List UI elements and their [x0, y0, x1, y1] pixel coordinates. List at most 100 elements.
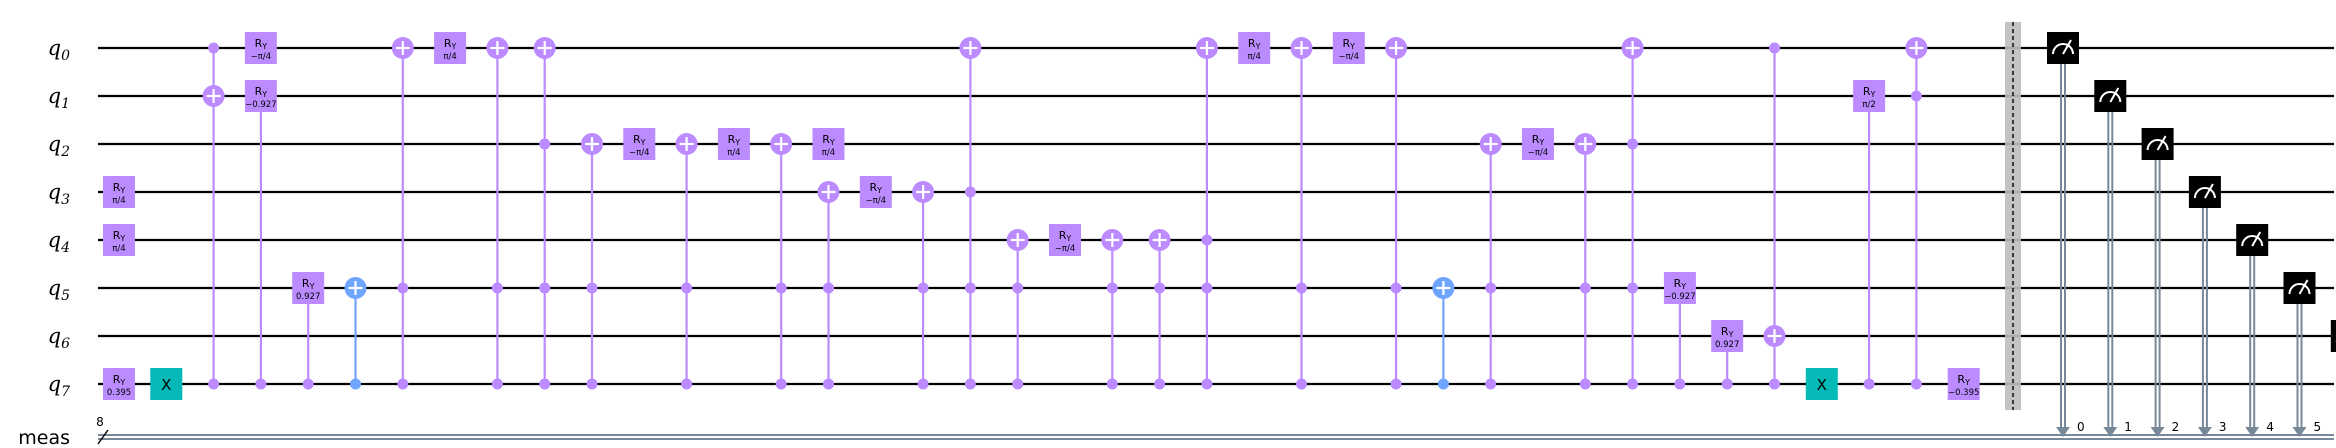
measure-bit-label: 5: [2314, 420, 2322, 434]
qubit-label-4: q4: [48, 228, 70, 256]
qubit-label-base: q: [48, 324, 61, 348]
control-dot: [775, 282, 787, 294]
ry-gate-box: [1947, 368, 1980, 400]
ry-gate-name-base: R: [1248, 37, 1256, 50]
control-dot: [1579, 378, 1591, 390]
ry-gate-param: 0.927: [296, 292, 320, 302]
control-dot: [1390, 282, 1402, 294]
ry-gate-box: [717, 128, 750, 160]
measure-gate-box: [2283, 272, 2316, 304]
control-dot: [823, 282, 834, 294]
control-dot: [1769, 378, 1780, 390]
measure-bit-label: 0: [2077, 420, 2085, 434]
control-dot: [1201, 378, 1213, 390]
qubit-label-base: q: [48, 276, 61, 300]
control-dot: [255, 378, 267, 390]
ry-gate-name: RY: [633, 133, 646, 147]
x-gate-box: [150, 368, 183, 400]
qubit-label-index: 6: [61, 336, 70, 352]
control-dot: [350, 378, 361, 390]
ry-gate-name-sub: Y: [261, 90, 267, 99]
control-dot: [397, 378, 409, 390]
ry-gate-name-sub: Y: [1538, 138, 1544, 147]
ry-gate-name: RY: [113, 181, 126, 195]
control-dot: [1201, 234, 1213, 246]
control-dot: [823, 378, 834, 390]
control-dot: [1721, 378, 1733, 390]
control-dot: [1627, 282, 1639, 294]
control-dot: [1296, 378, 1307, 390]
ry-gate-name: RY: [1343, 37, 1356, 51]
ry-gate-name-base: R: [113, 229, 121, 242]
qubit-label-index: 1: [61, 96, 70, 112]
ry-gate-name: RY: [1059, 229, 1072, 243]
measure-arrow: [2150, 427, 2165, 437]
ry-gate-name-sub: Y: [1680, 282, 1686, 291]
control-dot: [1579, 282, 1591, 294]
qubit-label-base: q: [48, 180, 61, 204]
ry-gate-name-base: R: [113, 373, 121, 386]
ry-gate-box: [623, 128, 656, 160]
ry-gate-name-sub: Y: [1964, 378, 1970, 387]
control-dot: [1863, 378, 1875, 390]
ry-gate-box: [103, 176, 135, 208]
ry-gate-name: RY: [113, 229, 126, 243]
measure-meter-needle: [2062, 39, 2072, 55]
control-dot: [1769, 42, 1780, 54]
ry-gate-box: [1238, 32, 1271, 64]
measure-arrow: [2292, 427, 2307, 437]
control-dot: [1437, 378, 1449, 390]
measure-meter-arc: [2099, 91, 2122, 103]
ry-gate-param: −π/4: [1339, 52, 1360, 62]
control-dot: [917, 378, 929, 390]
control-dot: [1154, 282, 1166, 294]
ry-gate-name-base: R: [1059, 229, 1067, 242]
ry-gate-name: RY: [1863, 85, 1876, 99]
control-dot: [539, 138, 551, 150]
control-dot: [1910, 378, 1922, 390]
ry-gate-name-base: R: [1674, 277, 1682, 290]
control-dot: [964, 282, 976, 294]
ry-gate-param: π/4: [727, 148, 740, 158]
ry-gate-box: [1853, 80, 1886, 112]
ry-gate-name-base: R: [822, 133, 830, 146]
classical-register-size: 8: [96, 415, 104, 429]
qubit-label-base: q: [48, 372, 61, 396]
control-dot: [208, 378, 220, 390]
measure-bit-label: 2: [2172, 420, 2180, 434]
labels-layer: q0q1q2q3q4q5q6q7meas801234567: [18, 36, 2322, 448]
measure-gate-box: [2047, 32, 2079, 64]
ry-gate-box: [1332, 32, 1365, 64]
x-gate-name: X: [1817, 376, 1827, 394]
control-dot: [964, 378, 976, 390]
control-dot: [491, 378, 503, 390]
ry-gate-name-sub: Y: [1349, 42, 1355, 51]
control-dot: [1012, 378, 1024, 390]
control-dot: [1627, 378, 1639, 390]
control-dot: [586, 282, 598, 294]
control-dot: [397, 282, 409, 294]
control-dot: [1485, 378, 1497, 390]
x-gate-name: X: [161, 376, 171, 394]
control-dot: [775, 378, 787, 390]
ry-gate-name-sub: Y: [640, 138, 646, 147]
qubit-label-6: q6: [48, 324, 70, 352]
ry-gate-name: RY: [1721, 325, 1734, 339]
qubit-label-1: q1: [48, 84, 70, 112]
ry-gate-name-sub: Y: [876, 186, 882, 195]
qubit-label-index: 4: [60, 240, 70, 256]
ry-gate-box: [1522, 128, 1554, 160]
ry-gate-name: RY: [728, 133, 741, 147]
measure-meter-needle: [2251, 231, 2262, 247]
control-dot: [302, 378, 314, 390]
qubit-label-3: q3: [48, 180, 70, 208]
ry-gate-param: −0.395: [1948, 388, 1979, 398]
ry-gate-name: RY: [255, 37, 268, 51]
ry-gate-name-base: R: [870, 181, 878, 194]
qubit-label-5: q5: [48, 276, 70, 304]
ry-gate-param: −0.927: [1664, 292, 1695, 302]
qubit-label-base: q: [48, 84, 61, 108]
measure-meter-needle: [2204, 183, 2214, 199]
